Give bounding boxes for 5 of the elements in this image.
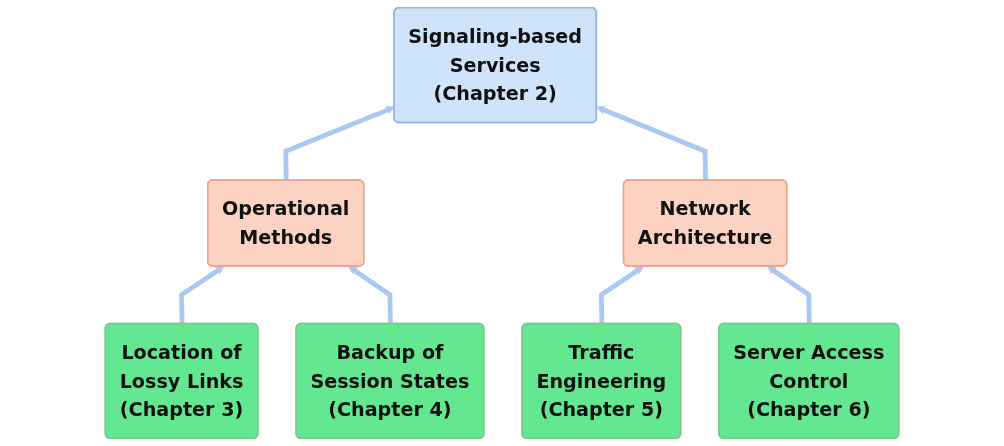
arrow bbox=[179, 266, 225, 324]
arrow bbox=[598, 266, 644, 324]
arrow bbox=[767, 266, 812, 324]
arrow bbox=[596, 106, 708, 181]
arrow bbox=[348, 266, 393, 324]
